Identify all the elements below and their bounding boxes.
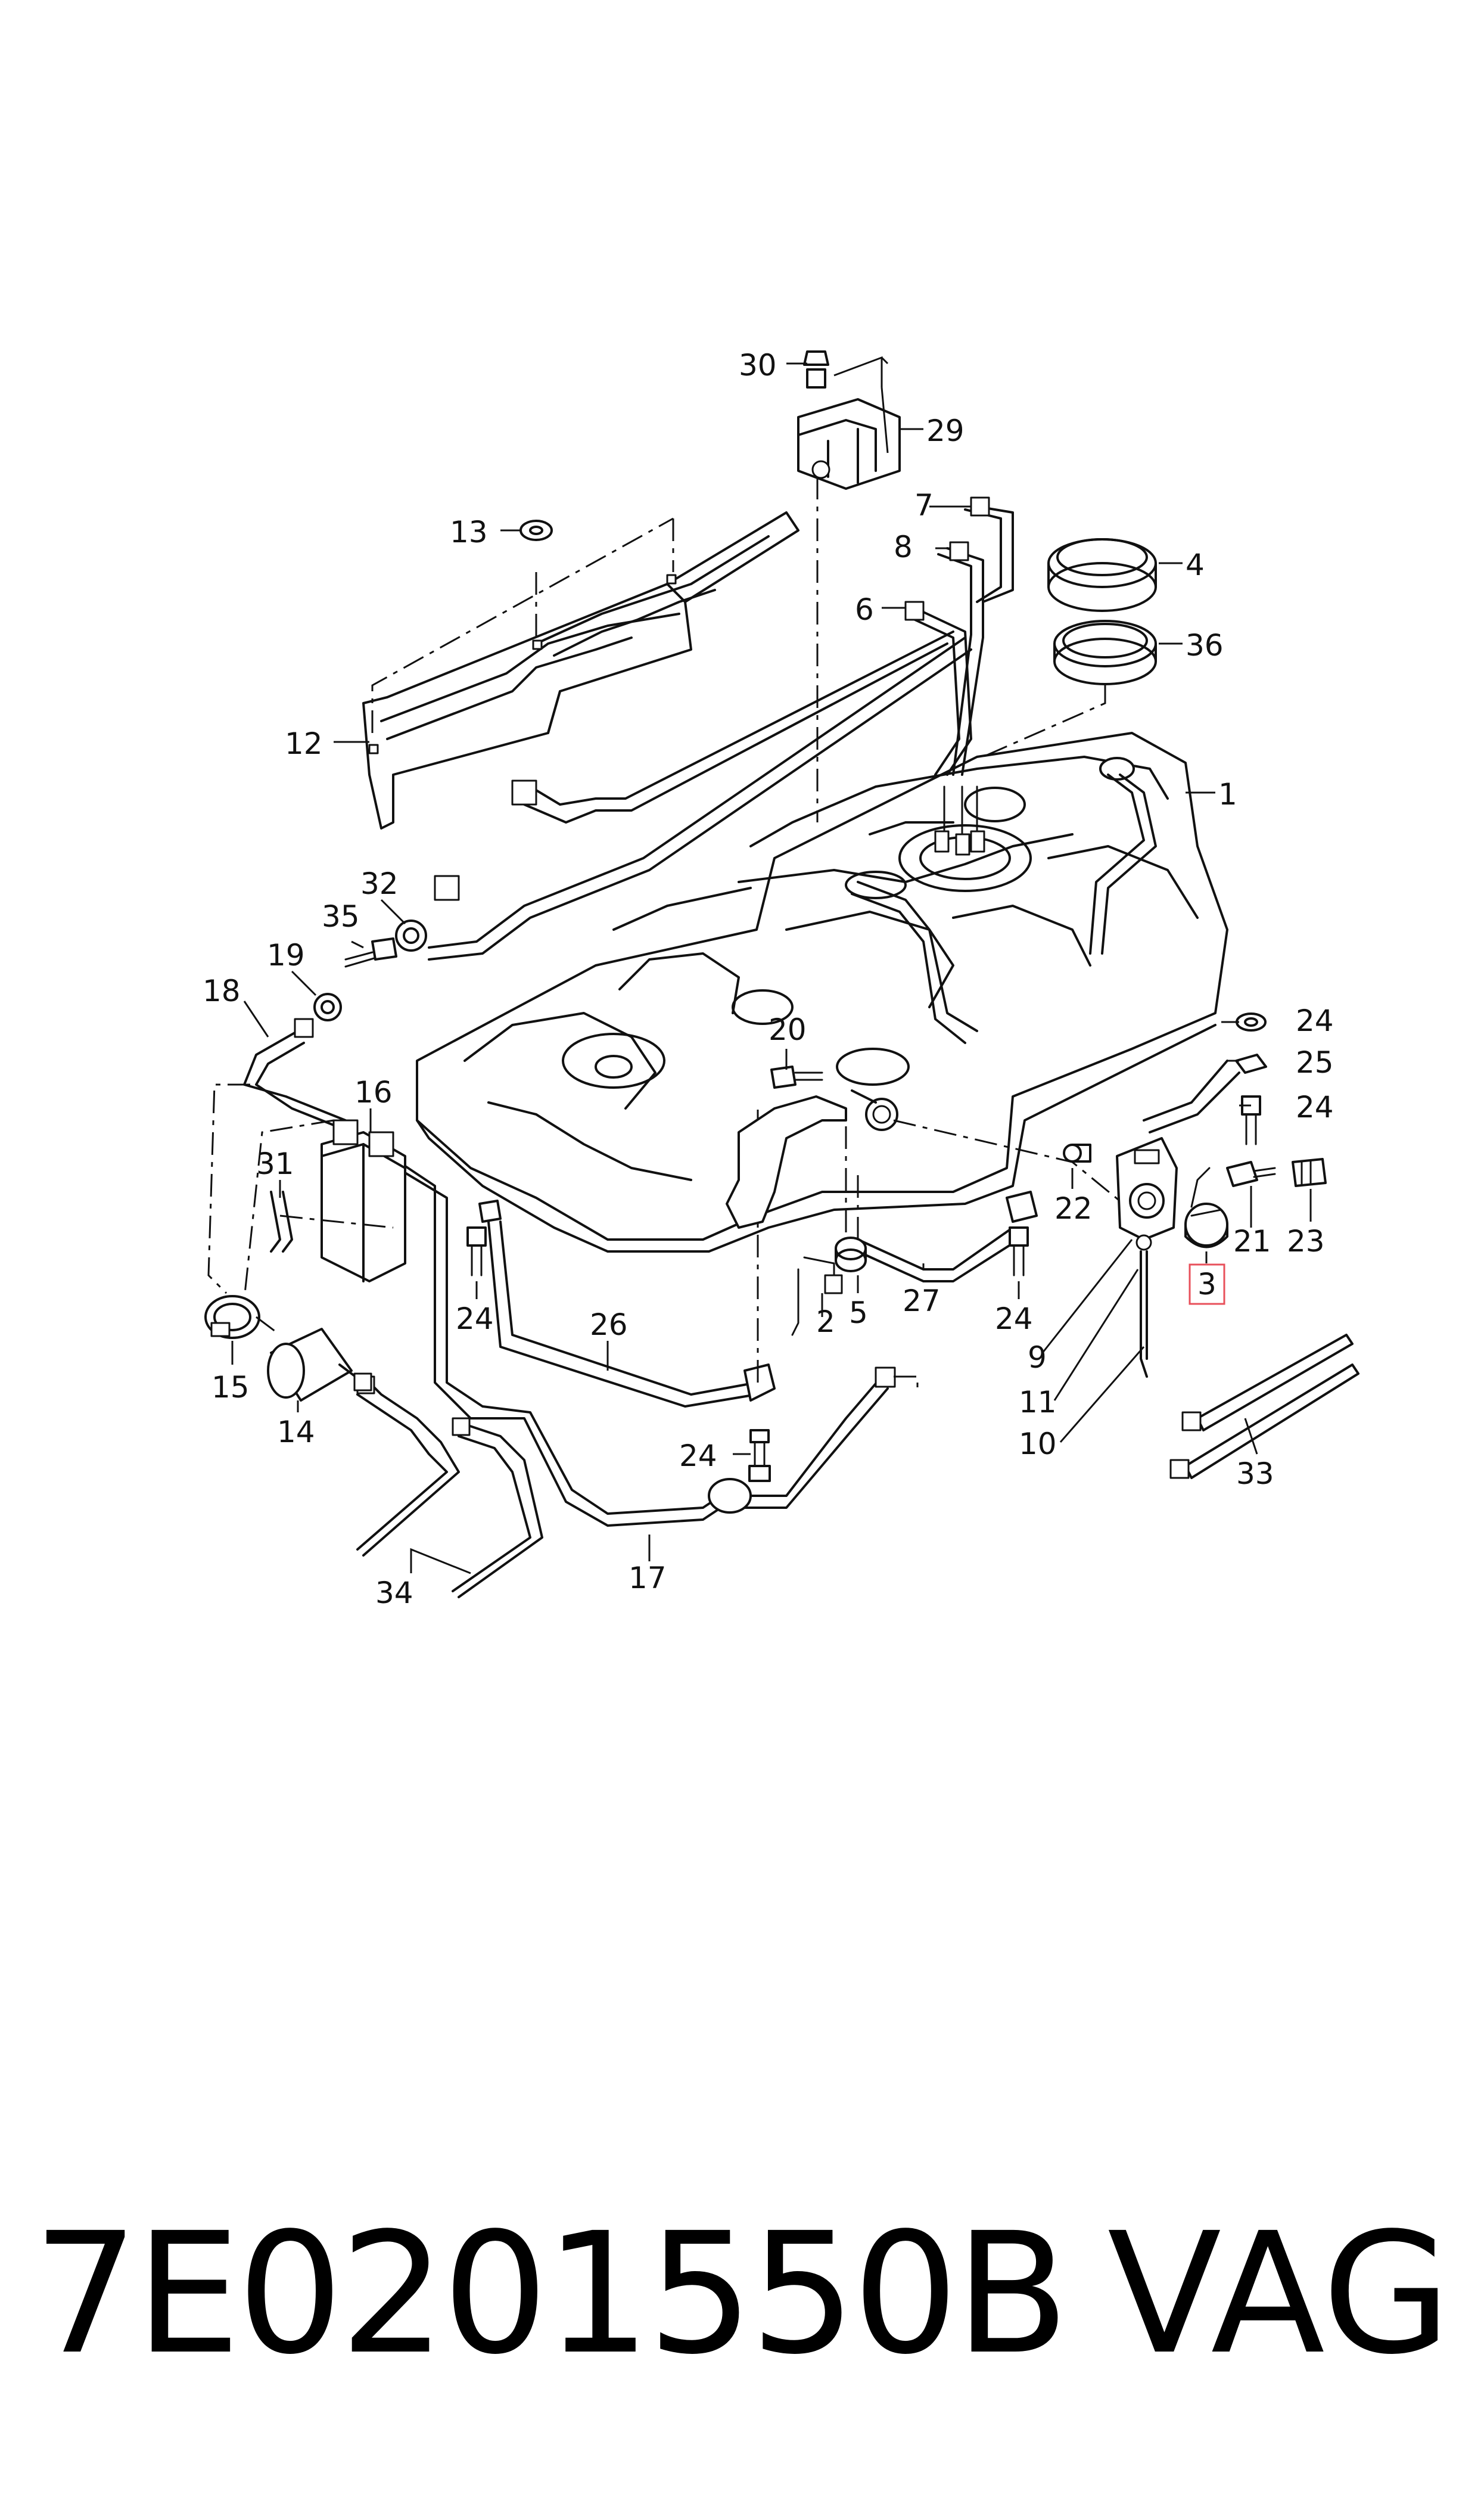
washer-25 (1235, 1054, 1267, 1074)
label-1: 1 (1218, 777, 1237, 812)
label-18: 18 (203, 974, 241, 1008)
label-4: 4 (1186, 548, 1205, 582)
locking-ring (1047, 538, 1157, 612)
clip-32 (395, 875, 460, 952)
label-29: 29 (926, 414, 965, 448)
label-6: 6 (855, 592, 874, 627)
label-9: 9 (1028, 1340, 1047, 1375)
label-15: 15 (211, 1370, 250, 1405)
label-32: 32 (360, 866, 399, 901)
bolt-20 (770, 1066, 823, 1089)
label-16: 16 (354, 1075, 393, 1110)
label-5: 5 (849, 1296, 868, 1330)
label-24-b: 24 (456, 1302, 494, 1336)
bolt-24-d (748, 1429, 771, 1482)
fuel-filter (267, 1328, 372, 1402)
part-number: 7E0201550B (33, 2197, 1069, 2391)
fuel-supply-lines (428, 630, 1157, 1044)
sleeve-22 (1063, 1144, 1091, 1163)
label-13: 13 (450, 515, 488, 549)
carbon-canister (321, 1119, 406, 1282)
label-21: 21 (1233, 1224, 1271, 1259)
release-cable (1135, 1234, 1152, 1378)
cable-ties (1169, 1334, 1359, 1479)
flange-15 (204, 1295, 281, 1339)
highlight-box (1189, 1263, 1225, 1305)
bolt-24-c (1009, 1226, 1029, 1276)
bolt-24-b (466, 1226, 487, 1276)
label-20: 20 (769, 1012, 807, 1047)
label-22: 22 (1054, 1191, 1093, 1226)
seal-ring (1053, 620, 1157, 685)
label-33: 33 (1236, 1456, 1274, 1491)
clip-13 (519, 520, 553, 541)
label-11: 11 (1019, 1385, 1057, 1420)
label-7: 7 (914, 488, 934, 523)
label-31: 31 (256, 1147, 294, 1181)
label-27: 27 (903, 1284, 941, 1318)
bolt-21 (1226, 1161, 1276, 1187)
fuel-tank (416, 732, 1228, 1253)
bracket-31 (270, 1191, 394, 1253)
part-labels: 30 29 7 8 6 4 36 1 13 12 32 35 19 18 16 … (203, 348, 1334, 1610)
label-12: 12 (285, 726, 323, 761)
bolt-24-a (1241, 1095, 1261, 1145)
heat-shield (362, 511, 799, 830)
clamp (835, 1237, 867, 1272)
label-24-d: 24 (679, 1439, 717, 1473)
label-10: 10 (1019, 1427, 1057, 1461)
label-36: 36 (1186, 628, 1224, 663)
label-8: 8 (894, 530, 913, 564)
label-23: 23 (1287, 1224, 1325, 1259)
grommet-19 (313, 993, 342, 1021)
label-35: 35 (322, 899, 360, 934)
tank-straps (478, 1060, 1240, 1408)
washer-28 (1236, 1012, 1267, 1032)
label-24-c: 24 (995, 1302, 1033, 1336)
brand-name: VAG (1107, 2197, 1451, 2391)
fuel-cap (1184, 1167, 1228, 1248)
bolt-35 (344, 937, 397, 968)
filler-housing (1116, 1137, 1178, 1241)
label-17: 17 (629, 1561, 667, 1595)
leader-lines (231, 362, 1312, 1574)
label-25: 25 (1296, 1045, 1334, 1080)
label-2: 2 (816, 1304, 835, 1339)
label-28: 24 (1296, 1004, 1334, 1038)
label-26: 26 (590, 1307, 628, 1342)
earth-wire (791, 1256, 843, 1336)
label-30: 30 (739, 348, 777, 383)
nut-30 (803, 350, 829, 366)
vent-lines (904, 496, 1014, 776)
label-24-a: 24 (1296, 1090, 1334, 1125)
footer: 7E0201550B VAG (0, 2205, 1484, 2384)
plug-23 (1292, 1158, 1327, 1187)
label-14: 14 (277, 1415, 315, 1449)
label-19: 19 (267, 938, 305, 973)
bracket-29 (797, 368, 901, 490)
label-34: 34 (375, 1576, 413, 1610)
label-3: 3 (1197, 1267, 1217, 1302)
